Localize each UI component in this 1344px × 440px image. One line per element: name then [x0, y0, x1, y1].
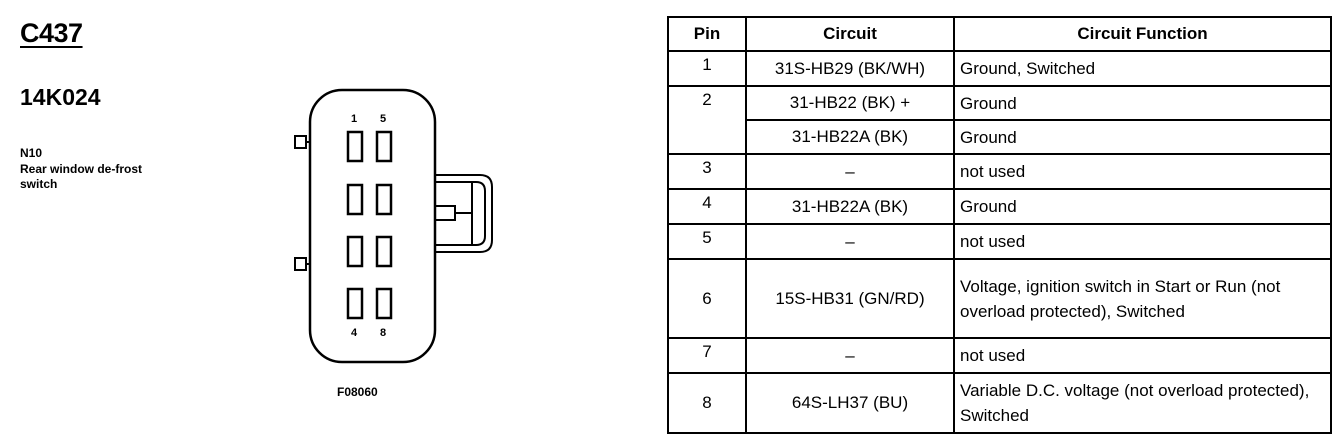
pin-cavity-8: [375, 287, 393, 320]
table-row: 7 – not used: [667, 337, 1332, 374]
pin-cavity-4: [346, 287, 364, 320]
table-row: 2 31-HB22 (BK) + Ground: [667, 85, 1332, 121]
function-cell: Ground: [953, 188, 1332, 225]
table-row: 5 – not used: [667, 223, 1332, 260]
function-cell: not used: [953, 153, 1332, 190]
pin-cell: 2: [667, 85, 747, 120]
circuit-cell: –: [745, 223, 955, 260]
circuit-cell: –: [745, 337, 955, 374]
function-cell: not used: [953, 223, 1332, 260]
pin-cell: 8: [667, 372, 747, 434]
pin-cavity-7: [375, 235, 393, 268]
function-cell: Voltage, ignition switch in Start or Run…: [953, 258, 1332, 339]
table-row: 6 15S-HB31 (GN/RD) Voltage, ignition swi…: [667, 258, 1332, 339]
pin-cavity-1: [346, 130, 364, 163]
locking-tab-upper: [294, 135, 307, 149]
pin-label-1: 1: [351, 113, 357, 125]
pin-label-5: 5: [380, 113, 386, 125]
circuit-cell: 31S-HB29 (BK/WH): [745, 50, 955, 87]
pin-cell: 5: [667, 223, 747, 260]
circuit-cell: 31-HB22A (BK): [745, 119, 955, 155]
function-cell: Ground: [953, 85, 1332, 121]
pin-cell: 7: [667, 337, 747, 374]
header-circuit-function: Circuit Function: [953, 16, 1332, 52]
pin-cavity-3: [346, 235, 364, 268]
table-row: 3 – not used: [667, 153, 1332, 190]
header-circuit: Circuit: [745, 16, 955, 52]
circuit-cell: 15S-HB31 (GN/RD): [745, 258, 955, 339]
pin-cell: 6: [667, 258, 747, 339]
component-code: N10: [20, 146, 43, 160]
pin-cavities: [346, 130, 393, 320]
header-pin: Pin: [667, 16, 747, 52]
locking-tab-lower: [294, 257, 307, 271]
connector-face-diagram: 1 5 4 8: [294, 88, 493, 364]
table-header-row: Pin Circuit Circuit Function: [667, 16, 1332, 52]
function-cell: Ground, Switched: [953, 50, 1332, 87]
table-row: 31-HB22A (BK) Ground: [667, 119, 1332, 155]
pin-cell: 1: [667, 50, 747, 87]
pinout-table: Pin Circuit Circuit Function 1 31S-HB29 …: [667, 16, 1332, 434]
function-cell: Ground: [953, 119, 1332, 155]
pin-cavity-5: [375, 130, 393, 163]
table-row: 4 31-HB22A (BK) Ground: [667, 188, 1332, 225]
table-row: 1 31S-HB29 (BK/WH) Ground, Switched: [667, 50, 1332, 87]
pin-label-4: 4: [351, 327, 358, 339]
circuit-cell: –: [745, 153, 955, 190]
figure-code: F08060: [337, 385, 378, 399]
circuit-cell: 31-HB22 (BK) +: [745, 85, 955, 121]
pin-cavity-2: [346, 183, 364, 216]
circuit-cell: 31-HB22A (BK): [745, 188, 955, 225]
pin-label-8: 8: [380, 327, 386, 339]
circuit-cell: 64S-LH37 (BU): [745, 372, 955, 434]
latch: [434, 174, 493, 253]
pin-cell: [667, 120, 747, 155]
connector-id: C437: [20, 18, 83, 48]
function-cell: Variable D.C. voltage (not overload prot…: [953, 372, 1332, 434]
component-description: Rear window de-frost switch: [20, 162, 143, 191]
pin-cavity-6: [375, 183, 393, 216]
function-cell: not used: [953, 337, 1332, 374]
pin-cell: 4: [667, 188, 747, 225]
pin-cell: 3: [667, 153, 747, 190]
part-number: 14K024: [20, 84, 101, 110]
table-row: 8 64S-LH37 (BU) Variable D.C. voltage (n…: [667, 372, 1332, 434]
connector-housing: [308, 88, 437, 364]
